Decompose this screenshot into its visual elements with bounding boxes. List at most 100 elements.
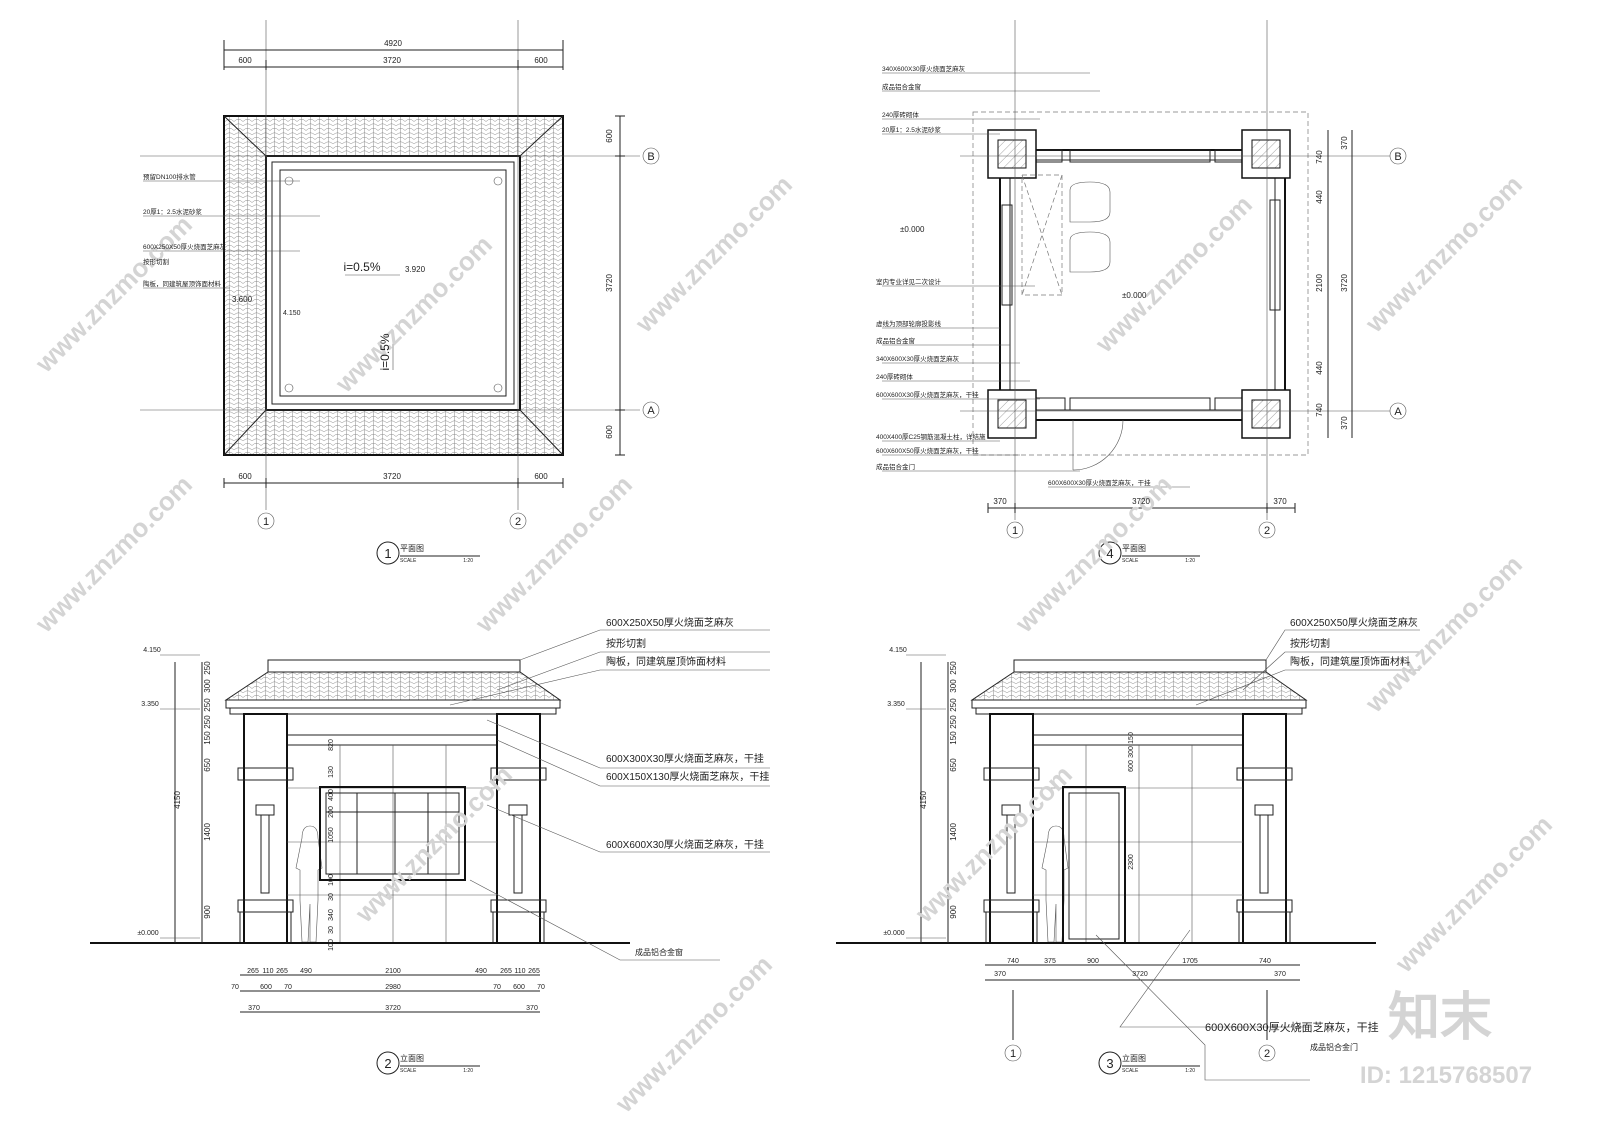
dimension: 370: [1340, 416, 1349, 430]
dimension: 150: [1128, 732, 1135, 744]
scale-label: SCALE: [400, 1068, 417, 1074]
axis-label: A: [647, 405, 655, 417]
dimension: 70: [284, 984, 292, 991]
note: 成品铝合金窗: [635, 947, 683, 957]
title-markers: [376, 541, 1200, 1075]
dimension: 820: [328, 739, 335, 751]
note: 虚线为顶部轮廓投影线: [876, 319, 942, 328]
dimension: 110: [514, 968, 525, 975]
dimension: 600: [605, 425, 614, 439]
image-id: ID: 1215768507: [1360, 1062, 1532, 1089]
note: 陶板，同建筑屋顶饰面材料: [1290, 655, 1410, 668]
dimension: 2300: [1128, 854, 1135, 870]
dimension: 300: [203, 679, 212, 693]
scale-value: 1:20: [1185, 558, 1195, 564]
dimension: 265: [528, 968, 540, 975]
scale-label: SCALE: [400, 558, 417, 564]
scale-value: 1:20: [463, 1068, 473, 1074]
level: 4.150: [889, 647, 907, 654]
dimension: 650: [203, 758, 212, 772]
dimension: 370: [1274, 971, 1286, 978]
dimension: 740: [1259, 958, 1271, 965]
dimension: 130: [328, 766, 335, 778]
dimension: 340: [328, 909, 335, 921]
note: 600X600X30厚火烧面芝麻灰，干挂: [606, 838, 764, 851]
dimension: 300: [949, 679, 958, 693]
dimension: 650: [949, 758, 958, 772]
dimension: 150: [203, 731, 212, 745]
note: 成品铝合金门: [1310, 1042, 1358, 1052]
dimension: 250: [203, 715, 212, 729]
drawing-number: 3: [1106, 1056, 1113, 1071]
axis-label: 2: [515, 516, 521, 528]
dimension: 100: [328, 874, 335, 886]
note: 340X600X30厚火烧面芝麻灰: [882, 64, 966, 73]
dimension: 370: [994, 971, 1006, 978]
axis-label: B: [1394, 151, 1401, 163]
note: 600X150X130厚火烧面芝麻灰，干挂: [606, 770, 769, 783]
dimension: 490: [475, 968, 487, 975]
level: ±0.000: [1122, 291, 1147, 300]
note: 600X600X30厚火烧面芝麻灰，干挂: [1048, 478, 1151, 487]
note: 600X600X30厚火烧面芝麻灰，干挂: [1205, 1020, 1379, 1034]
level: 4.150: [283, 310, 301, 317]
note: 600X300X30厚火烧面芝麻灰，干挂: [606, 752, 764, 765]
dimension: 250: [949, 715, 958, 729]
dimension: 3720: [385, 1005, 401, 1012]
watermark: www.znzmo.com: [1359, 169, 1528, 338]
dimension: 370: [993, 497, 1007, 506]
note: 20厚1：2.5水泥砂浆: [882, 125, 941, 134]
dimension: 440: [1315, 190, 1324, 204]
axis-bubbles: [257, 147, 1407, 1062]
drawing-number: 2: [384, 1056, 391, 1071]
note: 400X400厚C25钢筋混凝土柱，详结施: [876, 432, 986, 441]
dimension: 30: [328, 926, 335, 934]
dimension: 100: [328, 939, 335, 951]
scale-label: SCALE: [1122, 558, 1139, 564]
dimension: 900: [949, 905, 958, 919]
dimension: 1400: [203, 823, 212, 841]
watermark: www.znzmo.com: [1359, 549, 1528, 718]
note: 240厚砖砌体: [876, 372, 913, 381]
note: 20厚1：2.5水泥砂浆: [143, 207, 202, 216]
dimension: 3720: [1132, 971, 1148, 978]
level: ±0.000: [137, 930, 158, 937]
drawing-title: 平面图: [400, 544, 424, 553]
dimension: 600: [605, 129, 614, 143]
note: 340X600X30厚火烧面芝麻灰: [876, 354, 960, 363]
axis-label: B: [647, 151, 654, 163]
brand-logo: 知末: [1388, 989, 1492, 1047]
dimension: 370: [248, 1005, 260, 1012]
watermark: www.znzmo.com: [609, 949, 778, 1118]
dimension: 2100: [1315, 274, 1324, 292]
dimension: 600: [513, 984, 525, 991]
watermark: www.znzmo.com: [29, 209, 198, 378]
dimension: 250: [203, 698, 212, 712]
roof-plan-1: [140, 20, 640, 510]
elevation-2: [89, 629, 770, 1013]
level: ±0.000: [900, 225, 925, 234]
note: 按形切割: [1290, 637, 1330, 650]
note: 600X600X50厚火烧面芝麻灰，干挂: [876, 446, 979, 455]
dimension: 3720: [383, 472, 401, 481]
dimension: 4150: [919, 791, 928, 809]
note: 600X600X30厚火烧面芝麻灰，干挂: [876, 390, 979, 399]
dimension: 250: [203, 661, 212, 675]
dimension: 600: [534, 56, 548, 65]
dimension: 250: [949, 698, 958, 712]
level: 3.920: [405, 265, 426, 274]
watermark: www.znzmo.com: [909, 759, 1078, 928]
dimension: 740: [1315, 403, 1324, 417]
note: 成品铝合金窗: [876, 336, 915, 345]
dimension: 600: [1128, 760, 1135, 772]
note: 成品铝合金门: [876, 462, 915, 471]
dimension: 265: [500, 968, 512, 975]
axis-label: 1: [1012, 525, 1018, 537]
watermark: www.znzmo.com: [1089, 189, 1258, 358]
note: 240厚砖砌体: [882, 110, 919, 119]
note: 600X250X50厚火烧面芝麻灰: [143, 242, 227, 251]
dimension: 1705: [1182, 958, 1198, 965]
note: 按形切割: [606, 637, 646, 650]
axis-label: A: [1394, 406, 1402, 418]
watermark: www.znzmo.com: [469, 469, 638, 638]
